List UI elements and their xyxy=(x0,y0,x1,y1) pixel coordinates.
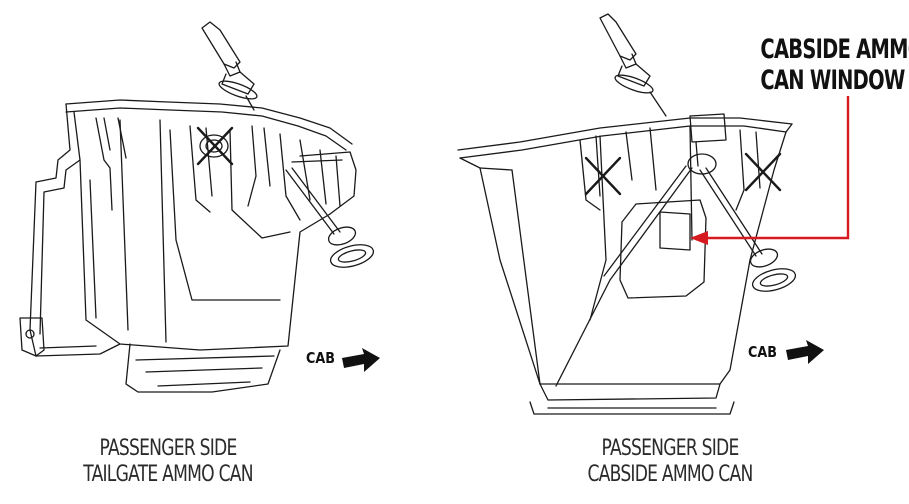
cab-direction-label-right: CAB xyxy=(748,343,777,361)
ammo-can-window xyxy=(619,199,707,299)
tailgate-ammo-can-drawing xyxy=(19,99,357,393)
caption-left-line-2: TAILGATE AMMO CAN xyxy=(83,462,253,487)
cab-direction-label-left: CAB xyxy=(306,349,335,367)
cabside-ammo-can-caption: PASSENGER SIDE CABSIDE AMMO CAN xyxy=(561,436,779,488)
x-mark-icon xyxy=(584,156,622,196)
push-pin-fastener-icon xyxy=(201,21,258,111)
pull-ring-icon xyxy=(749,248,797,292)
cabside-window-callout: CABSIDE AMMO CAN WINDOW xyxy=(760,34,909,96)
push-pin-fastener-icon xyxy=(599,13,667,117)
callout-leader-line xyxy=(706,96,850,240)
x-mark-icon xyxy=(744,152,782,192)
caption-right-line-2: CABSIDE AMMO CAN xyxy=(587,462,753,487)
callout-line-1: CABSIDE AMMO xyxy=(760,34,909,65)
caption-right-line-1: PASSENGER SIDE xyxy=(601,436,739,461)
callout-line-2: CAN WINDOW xyxy=(760,65,905,96)
right-arrow-icon xyxy=(786,340,824,364)
caption-left-line-1: PASSENGER SIDE xyxy=(99,436,237,461)
cabside-ammo-can-drawing xyxy=(457,113,793,415)
x-mark-icon xyxy=(196,126,234,166)
right-arrow-icon xyxy=(342,348,380,372)
callout-arrowhead xyxy=(690,231,708,245)
pull-ring-icon xyxy=(327,226,375,268)
tailgate-ammo-can-caption: PASSENGER SIDE TAILGATE AMMO CAN xyxy=(59,436,277,488)
